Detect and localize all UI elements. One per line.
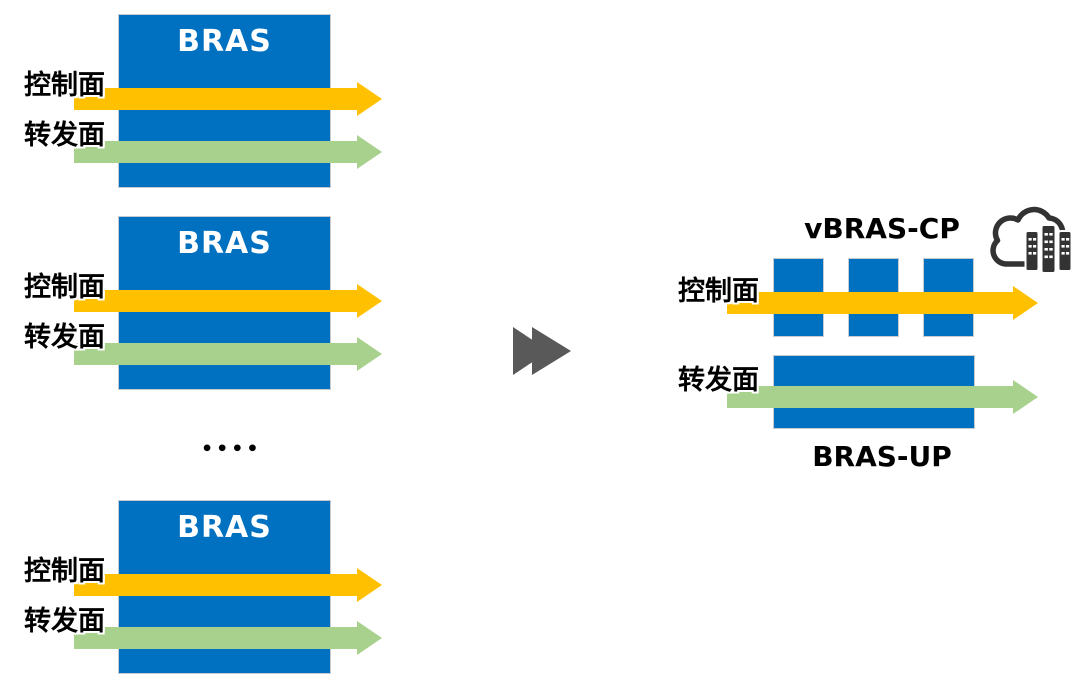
control-plane-label: 控制面 xyxy=(678,276,759,307)
bras-group-2: BRAS 控制面 转发面 xyxy=(0,216,420,418)
control-plane-label: 控制面 xyxy=(24,70,105,101)
bras-box-label: BRAS xyxy=(177,24,272,59)
bras-group-1: BRAS 控制面 转发面 xyxy=(0,14,420,216)
forwarding-plane-arrow xyxy=(74,337,382,371)
control-plane-arrow xyxy=(74,284,382,318)
forwarding-plane-label: 转发面 xyxy=(24,120,105,151)
bras-up-title: BRAS-UP xyxy=(812,440,952,473)
bras-group-3: BRAS 控制面 转发面 xyxy=(0,500,420,693)
arrow-shaft xyxy=(74,343,357,365)
server-racks xyxy=(1024,224,1073,274)
control-plane-arrow xyxy=(74,82,382,116)
arrow-head xyxy=(357,82,382,116)
arrow-head xyxy=(357,135,382,169)
arrow-head xyxy=(1013,286,1038,320)
bras-box-label: BRAS xyxy=(177,226,272,261)
arrow-head xyxy=(357,284,382,318)
arrow-shaft xyxy=(727,386,1013,408)
cloud-servers-icon xyxy=(983,205,1080,281)
arrow-shaft xyxy=(74,290,357,312)
control-plane-arrow xyxy=(727,286,1038,320)
arrow-head xyxy=(357,337,382,371)
arrow-shaft xyxy=(74,141,357,163)
fast-forward-icon xyxy=(511,326,573,380)
forwarding-plane-label: 转发面 xyxy=(678,365,759,396)
arrow-head xyxy=(1013,380,1038,414)
forwarding-plane-label: 转发面 xyxy=(24,322,105,353)
arrow-head xyxy=(357,621,382,655)
arrow-shaft xyxy=(74,574,357,596)
forwarding-plane-arrow xyxy=(727,380,1038,414)
ellipsis-dots: •••• xyxy=(201,438,262,460)
arrow-shaft xyxy=(74,88,357,110)
arrow-shaft xyxy=(74,627,357,649)
control-plane-arrow xyxy=(74,568,382,602)
forwarding-plane-arrow xyxy=(74,621,382,655)
bras-box-label: BRAS xyxy=(177,510,272,545)
control-plane-label: 控制面 xyxy=(24,272,105,303)
control-plane-label: 控制面 xyxy=(24,556,105,587)
forwarding-plane-arrow xyxy=(74,135,382,169)
forwarding-plane-label: 转发面 xyxy=(24,606,105,637)
vbras-cp-title: vBRAS-CP xyxy=(804,212,960,245)
arrow-shaft xyxy=(727,292,1013,314)
arrow-head xyxy=(357,568,382,602)
